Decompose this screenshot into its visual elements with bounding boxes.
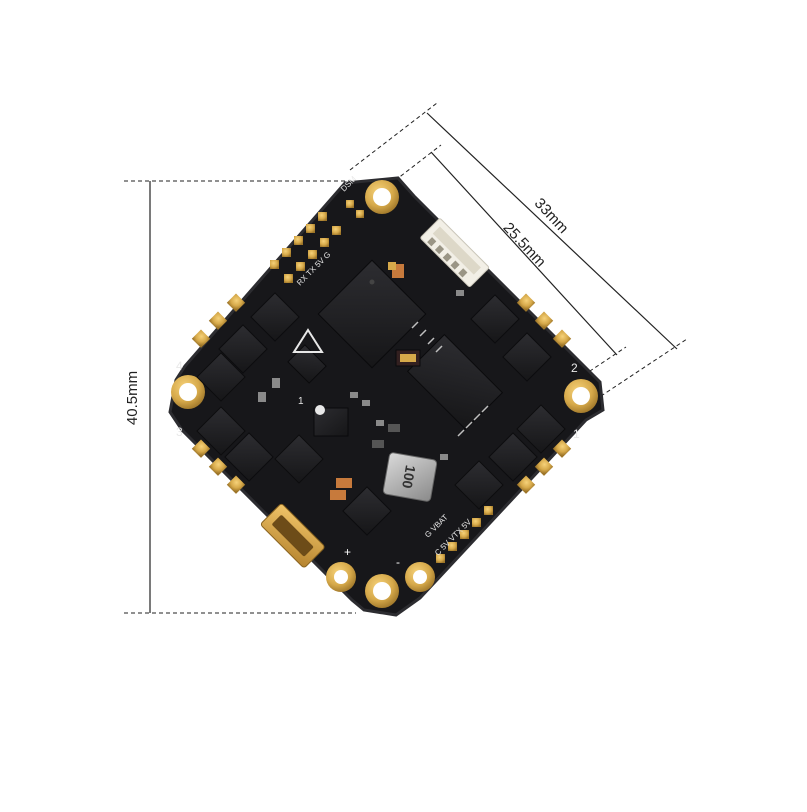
battery-pads: + - [326,545,435,592]
brand-logo [292,328,324,353]
minus-label: - [396,555,400,569]
hole-spacing-dimension-line [430,151,618,356]
motor-pads [191,293,572,494]
motor-label-2: 2 [571,361,578,375]
hole-spacing-label: 25.5mm [500,219,549,270]
pcb-board [168,176,605,617]
usb-port [260,503,325,568]
height-label: 40.5mm [124,371,141,425]
motor-label-1: 1 [573,427,580,441]
plus-label: + [344,545,351,559]
mcu-chip [317,259,427,369]
width-dimension-line [426,112,678,350]
inductor-code: 100 [399,464,419,490]
mosfets [196,292,566,536]
signal-pads [270,200,493,563]
receiver-connector [420,218,490,288]
pin1-label: 1 [298,396,304,407]
passive-components [258,262,464,500]
esc-driver-chip [406,321,504,437]
motor-label-3: 3 [176,425,183,439]
motor-label-4: 4 [176,359,183,373]
inductor: 100 [382,452,438,502]
pcb-outline [170,178,603,615]
mounting-holes [171,180,598,608]
